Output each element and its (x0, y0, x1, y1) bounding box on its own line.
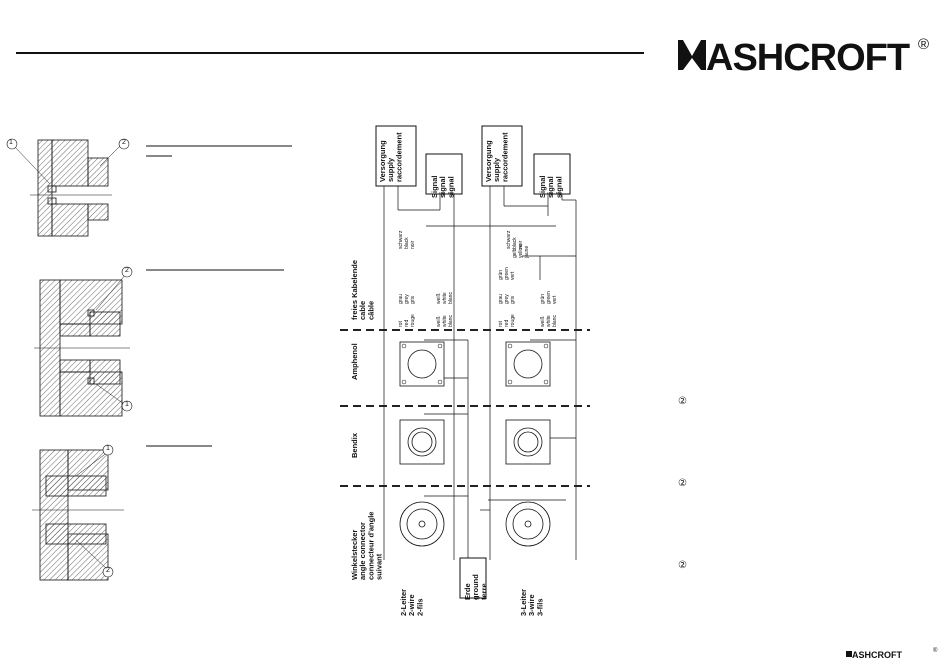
callout-2c: 2 (106, 567, 110, 574)
mounting-drawings (6, 138, 292, 581)
earth-box (459, 557, 487, 599)
signal-label-2wire: Signal signal signal (430, 175, 456, 198)
brand-logo: ASHCROFT (676, 34, 916, 79)
section-cable-label: freies Kabelende cable câble (350, 259, 376, 320)
supply-box-3wire (481, 125, 523, 187)
section-bendix-label: Bendix (350, 432, 359, 458)
brand-mark-icon: ASHCROFT (678, 37, 911, 79)
wire-grey-2wire: grau grey gris (398, 293, 416, 304)
footer-brand: ASHCROFT (852, 650, 902, 660)
bendix-connector-3wire (505, 419, 551, 465)
side-marker-2: ② (678, 478, 687, 489)
angle-connector-2wire (399, 501, 445, 547)
footer-brand-mark-icon (846, 651, 852, 657)
brand-registered: ® (918, 36, 930, 53)
wire-grey-3wire: grau grey gris (498, 293, 516, 304)
header-rule (16, 52, 644, 54)
supply-label-3wire: Versorgung supply raccordement (484, 132, 510, 182)
side-marker-3: ② (678, 560, 687, 571)
wire-yellowgreen-3wire: grün green vert (540, 291, 558, 304)
callout-1c: 1 (106, 445, 110, 452)
brand-name: ASHCROFT (706, 37, 910, 74)
wire-black-2wire: schwarz black noir (398, 230, 416, 249)
supply-box-2wire (375, 125, 417, 187)
supply-label-2wire: Versorgung supply raccordement (378, 132, 404, 182)
callout-2b: 2 (125, 267, 129, 274)
signal-box-2wire (425, 153, 463, 195)
mounting-drawing-2 (34, 266, 284, 417)
wiring-diagram (340, 125, 590, 599)
amphenol-connector-2wire (399, 341, 445, 387)
angle-connector-3wire (505, 501, 551, 547)
three-wire-label: 3-Leiter 3-wire 3-fils (519, 588, 545, 616)
mounting-drawing-3 (32, 444, 212, 581)
signal-box-3wire (533, 153, 571, 195)
section-amphenol-label: Amphenol (350, 343, 359, 380)
two-wire-label: 2-Leiter 2-wire 2-fils (399, 588, 425, 616)
earth-label: Erde ground terre (463, 574, 489, 600)
wire-red-3wire: rot red rouge (498, 314, 516, 327)
mounting-drawing-1 (6, 138, 292, 237)
callout-1b: 1 (125, 401, 129, 408)
wire-red-2wire: rot red rouge (398, 314, 416, 327)
wire-white-3wire: weiß white blanc (540, 315, 558, 327)
signal-label-3wire: Signal signal signal (538, 175, 564, 198)
wire-yellow-3wire: gelb yellow jaune (512, 244, 530, 258)
callout-2a: 2 (122, 139, 126, 146)
amphenol-connector-3wire (505, 341, 551, 387)
wire-green-3wire: grün green vert (498, 267, 516, 280)
wire-white2-2wire: weiß white blanc (436, 292, 454, 304)
section-angle-label: Winkelstecker angle connector connecteur… (350, 511, 384, 580)
side-marker-1: ② (678, 396, 687, 407)
wire-white-2wire: weiß white blanc (436, 315, 454, 327)
footer-registered: ® (933, 648, 938, 654)
callout-1a: 1 (9, 139, 13, 146)
bendix-connector-2wire (399, 419, 445, 465)
